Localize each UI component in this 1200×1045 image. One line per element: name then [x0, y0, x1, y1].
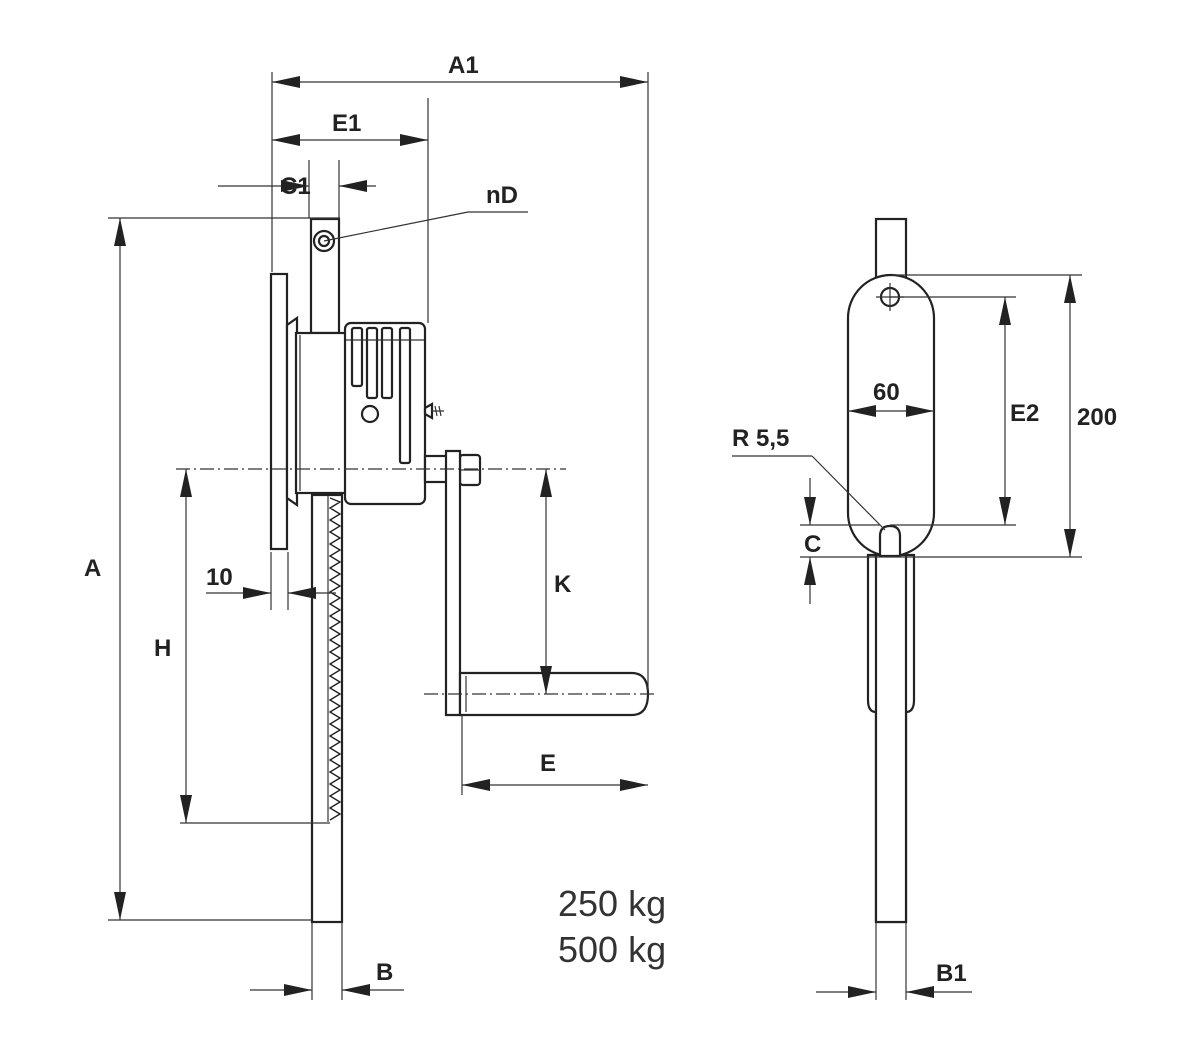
side-view: [176, 217, 658, 924]
label-c1: C1: [280, 173, 311, 200]
label-ten: 10: [206, 564, 233, 591]
label-e1: E1: [332, 110, 361, 137]
load-500: 500 kg: [558, 929, 666, 970]
front-view-dimensions: [732, 274, 1082, 1000]
front-rack-bar-top: [874, 217, 908, 281]
cooling-ribs: [346, 326, 424, 465]
load-capacities: 250 kg 500 kg: [558, 883, 666, 970]
crank-arm: [444, 449, 462, 717]
front-housing: [846, 273, 936, 558]
label-two-hundred: 200: [1077, 404, 1117, 431]
housing-bolt: [360, 404, 380, 424]
label-e2: E2: [1010, 400, 1039, 427]
label-k: K: [554, 571, 572, 598]
grease-nipple: [423, 402, 434, 420]
label-e: E: [540, 750, 556, 777]
flange: [285, 315, 299, 508]
label-h: H: [154, 635, 171, 662]
label-radius: R 5,5: [732, 425, 789, 452]
label-c: C: [804, 531, 821, 558]
rack-teeth: [328, 497, 342, 821]
side-view-dimensions: [108, 72, 649, 1000]
rack-bar: [310, 493, 344, 924]
front-view: [846, 217, 936, 924]
label-a: A: [84, 555, 101, 582]
drum: [294, 331, 348, 495]
label-nd: nD: [486, 182, 518, 209]
label-b: B: [376, 959, 393, 986]
label-sixty: 60: [873, 379, 900, 406]
dimension-labels: A1 E1 C1 nD A 10 H K E B 60 E2 200 R 5,5…: [84, 52, 1117, 987]
rack-slot: [878, 524, 902, 558]
mounting-plate: [269, 272, 289, 551]
label-b1: B1: [936, 960, 967, 987]
label-a1: A1: [448, 52, 479, 79]
load-250: 250 kg: [558, 883, 666, 924]
